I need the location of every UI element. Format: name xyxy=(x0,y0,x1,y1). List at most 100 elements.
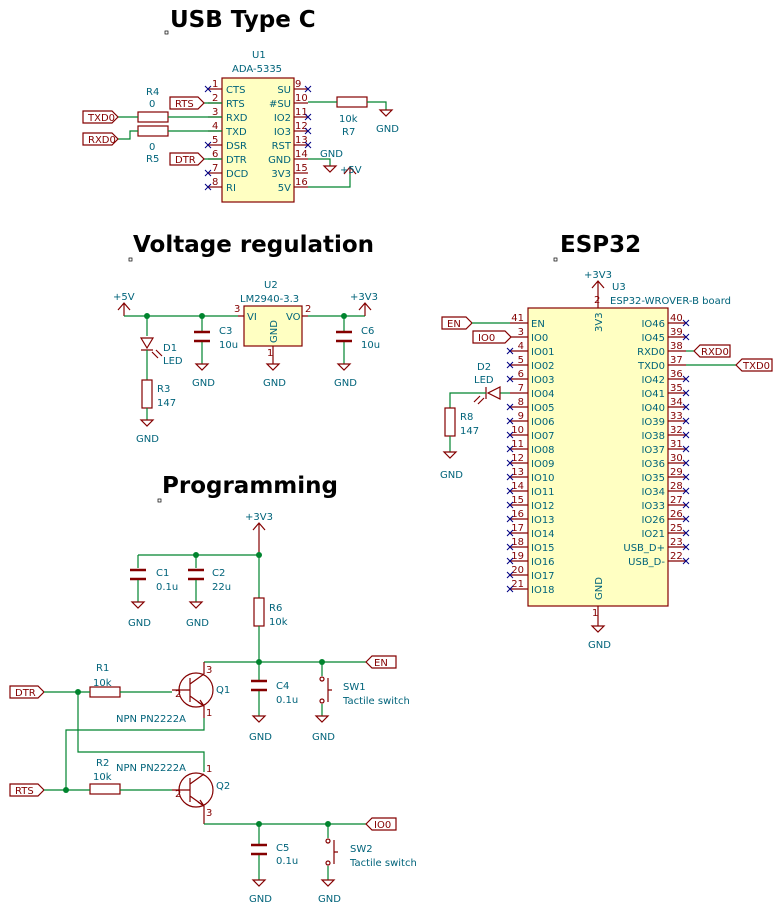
svg-text:15: 15 xyxy=(511,495,524,506)
svg-text:+3V3: +3V3 xyxy=(584,270,612,281)
title-voltage-regulation: Voltage regulation xyxy=(133,232,374,258)
svg-text:3V3: 3V3 xyxy=(271,169,291,180)
svg-text:R8: R8 xyxy=(460,412,473,423)
svg-text:10k: 10k xyxy=(339,114,358,125)
q1-transistor: 3 2 1 Q1 NPN PN2222A xyxy=(116,662,230,725)
p3v3-symbol-reg: +3V3 xyxy=(350,292,378,316)
net-label-dtr-usb: DTR xyxy=(169,152,205,166)
svg-text:147: 147 xyxy=(157,398,176,409)
svg-text:0: 0 xyxy=(149,99,155,110)
svg-text:CTS: CTS xyxy=(226,85,245,96)
svg-text:IO01: IO01 xyxy=(531,347,555,358)
svg-text:28: 28 xyxy=(670,481,683,492)
svg-text:10u: 10u xyxy=(361,340,380,351)
svg-text:GND: GND xyxy=(263,378,286,389)
svg-text:SU: SU xyxy=(277,85,291,96)
svg-text:IO06: IO06 xyxy=(531,417,555,428)
svg-text:U2: U2 xyxy=(264,280,278,291)
svg-text:3: 3 xyxy=(212,107,218,118)
svg-text:IO42: IO42 xyxy=(641,375,665,386)
svg-text:RTS: RTS xyxy=(175,99,194,110)
svg-text:IO39: IO39 xyxy=(641,417,665,428)
svg-text:R6: R6 xyxy=(269,603,282,614)
svg-text:R3: R3 xyxy=(157,384,170,395)
u1-value: ADA-5335 xyxy=(232,64,282,75)
svg-text:RST: RST xyxy=(272,141,292,152)
svg-text:NPN PN2222A: NPN PN2222A xyxy=(116,763,186,774)
svg-text:IO38: IO38 xyxy=(641,431,665,442)
svg-text:IO10: IO10 xyxy=(531,473,555,484)
svg-text:0.1u: 0.1u xyxy=(276,856,298,867)
u1-pin-8: 8RI xyxy=(204,177,236,194)
svg-text:R1: R1 xyxy=(96,663,109,674)
svg-text:IO14: IO14 xyxy=(531,529,555,540)
svg-text:DTR: DTR xyxy=(226,155,247,166)
svg-text:D2: D2 xyxy=(477,362,491,373)
svg-text:2: 2 xyxy=(594,295,600,306)
svg-text:R2: R2 xyxy=(96,758,109,769)
svg-text:RTS: RTS xyxy=(226,99,245,110)
svg-text:36: 36 xyxy=(670,369,683,380)
svg-text:C3: C3 xyxy=(219,326,232,337)
svg-text:12: 12 xyxy=(511,453,524,464)
svg-text:10u: 10u xyxy=(219,340,238,351)
svg-text:IO04: IO04 xyxy=(531,389,555,400)
r6-resistor: R6 10k xyxy=(253,597,288,628)
svg-text:GND: GND xyxy=(318,894,341,905)
svg-text:13: 13 xyxy=(295,135,308,146)
svg-text:5: 5 xyxy=(212,135,218,146)
svg-text:IO07: IO07 xyxy=(531,431,555,442)
p5v-symbol-u1: +5V xyxy=(340,165,362,176)
svg-text:IO41: IO41 xyxy=(641,389,665,400)
svg-text:4: 4 xyxy=(212,121,218,132)
svg-text:+3V3: +3V3 xyxy=(350,292,378,303)
svg-text:C5: C5 xyxy=(276,843,289,854)
svg-text:40: 40 xyxy=(670,313,683,324)
p3v3-symbol-prog: +3V3 xyxy=(245,512,273,555)
svg-text:0.1u: 0.1u xyxy=(276,695,298,706)
r2-resistor: R2 10k xyxy=(89,758,121,795)
svg-text:10k: 10k xyxy=(93,772,112,783)
svg-text:3: 3 xyxy=(206,665,212,676)
sw1-switch: SW1 Tactile switch GND xyxy=(312,662,410,743)
svg-text:22u: 22u xyxy=(212,582,231,593)
svg-text:4: 4 xyxy=(518,341,524,352)
svg-text:15: 15 xyxy=(295,163,308,174)
svg-text:18: 18 xyxy=(511,537,524,548)
net-label-rxd0-esp: RXD0 xyxy=(686,344,731,358)
c1-capacitor: C1 0.1u GND xyxy=(128,568,178,629)
svg-text:6: 6 xyxy=(518,369,524,380)
svg-text:TXD0: TXD0 xyxy=(87,113,115,124)
q2-transistor: 1 2 3 Q2 NPN PN2222A xyxy=(116,763,230,824)
svg-text:USB_D+: USB_D+ xyxy=(623,543,665,554)
svg-text:RXD0: RXD0 xyxy=(637,347,665,358)
svg-text:RXD0: RXD0 xyxy=(701,347,729,358)
svg-text:EN: EN xyxy=(531,319,545,330)
svg-text:RXD: RXD xyxy=(226,113,248,124)
svg-text:21: 21 xyxy=(511,579,524,590)
svg-text:SW1: SW1 xyxy=(343,682,366,693)
svg-text:TXD0: TXD0 xyxy=(742,361,770,372)
svg-text:TXD: TXD xyxy=(225,127,247,138)
svg-text:IO0: IO0 xyxy=(478,333,495,344)
svg-text:Q2: Q2 xyxy=(216,781,230,792)
svg-text:12: 12 xyxy=(295,121,308,132)
svg-text:U3: U3 xyxy=(612,282,626,293)
net-label-dtr-prog: DTR xyxy=(9,685,45,699)
